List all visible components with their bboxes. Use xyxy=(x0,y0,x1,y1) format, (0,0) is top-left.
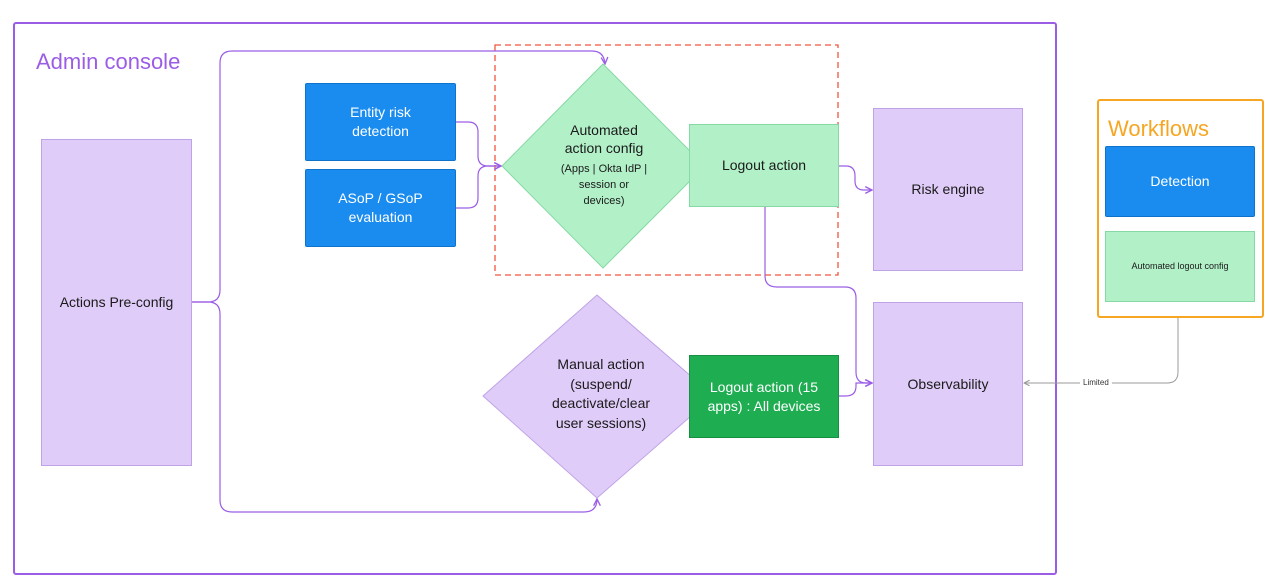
observability-box: Observability xyxy=(873,302,1023,466)
detection-legend-box: Detection xyxy=(1105,146,1255,217)
logout-all-devices-box: Logout action (15 apps) : All devices xyxy=(689,355,839,438)
risk-engine-box: Risk engine xyxy=(873,108,1023,271)
edge-workflows-to-observability xyxy=(1024,318,1179,383)
detection-legend-label: Detection xyxy=(1150,173,1210,190)
automated-logout-config-label: Automated logout config xyxy=(1131,261,1229,272)
edge-entity-to-automated xyxy=(456,121,501,166)
manual-action-line4: user sessions) xyxy=(555,414,647,431)
limited-edge-label: Limited xyxy=(1080,378,1112,387)
manual-action-line1: Manual action xyxy=(557,356,645,372)
asop-label-line2: evaluation xyxy=(348,209,413,225)
asop-gsop-evaluation-box: ASoP / GSoP evaluation xyxy=(305,169,456,247)
admin-console-frame xyxy=(13,22,1057,575)
automated-config-line1: Automated xyxy=(570,122,638,138)
automated-action-config-diamond xyxy=(501,63,706,269)
logout-all-label-line2: apps) : All devices xyxy=(707,397,821,414)
automated-config-subtitle: (Apps | Okta IdP | session or devices) xyxy=(553,162,655,210)
logout-all-label-line1: Logout action (15 xyxy=(709,378,819,395)
manual-action-diamond xyxy=(482,294,715,499)
highlight-group-border xyxy=(494,44,839,276)
asop-label-line1: ASoP / GSoP xyxy=(338,190,423,207)
admin-console-title: Admin console xyxy=(36,49,181,74)
workflows-title: Workflows xyxy=(1108,116,1210,141)
automated-logout-config-legend-box: Automated logout config xyxy=(1105,231,1255,302)
actions-preconfig-label: Actions Pre-config xyxy=(59,294,174,311)
edge-asop-to-automated xyxy=(456,166,501,209)
logout-action-label: Logout action xyxy=(721,157,807,174)
entity-risk-label-line1: Entity risk xyxy=(350,104,411,121)
edge-preconfig-to-automated xyxy=(192,50,605,303)
automated-config-sub2: session or xyxy=(578,178,630,191)
manual-action-label: Manual action (suspend/ deactivate/clear… xyxy=(528,355,674,433)
observability-label: Observability xyxy=(907,375,989,392)
manual-action-line3: deactivate/clear xyxy=(551,395,651,412)
automated-config-sub1: (Apps | Okta IdP | xyxy=(560,163,648,175)
entity-risk-detection-box: Entity risk detection xyxy=(305,83,456,161)
automated-config-sub3: devices) xyxy=(583,194,625,207)
edge-preconfig-to-manual xyxy=(192,301,597,513)
workflows-frame xyxy=(1097,99,1264,318)
automated-config-title: Automated action config xyxy=(545,121,663,157)
risk-engine-label: Risk engine xyxy=(911,181,985,198)
edge-logout-to-risk xyxy=(839,165,872,190)
manual-action-line2: (suspend/ xyxy=(570,375,632,392)
automated-config-line2: action config xyxy=(564,140,644,157)
edge-logout-all-to-observability xyxy=(839,383,872,397)
actions-preconfig-box: Actions Pre-config xyxy=(41,139,192,466)
logout-action-box: Logout action xyxy=(689,124,839,207)
edge-logout-to-observability xyxy=(764,207,872,383)
entity-risk-label-line2: detection xyxy=(352,123,409,139)
